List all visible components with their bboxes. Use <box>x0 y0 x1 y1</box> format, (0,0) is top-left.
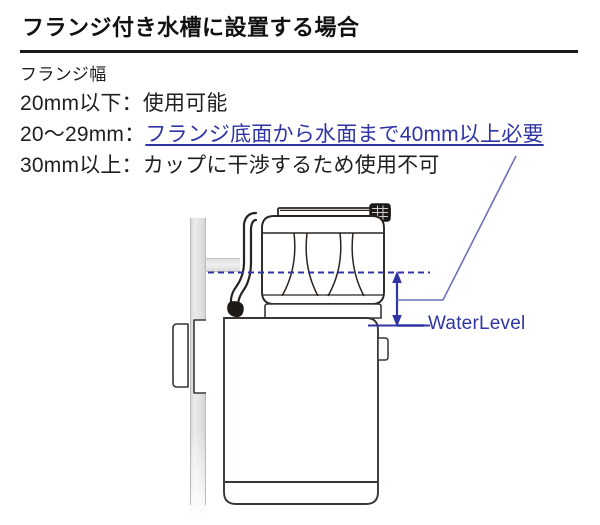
water-level-label: WaterLevel <box>428 313 526 334</box>
description-text-block: フランジ幅 20mm以下：使用可能 20〜29mm：フランジ底面から水面まで40… <box>20 62 590 181</box>
side-latch <box>377 337 389 361</box>
page-title: フランジ付き水槽に設置する場合 <box>22 15 360 40</box>
air-hose <box>229 211 258 308</box>
aquarium-glass-wall <box>190 218 206 518</box>
aquarium-flange <box>206 258 240 272</box>
collection-cup <box>261 215 385 305</box>
magnet-holder <box>172 319 206 394</box>
cup-base <box>264 303 382 319</box>
pump-body <box>223 317 379 505</box>
flange-width-label: フランジ幅 <box>20 65 107 84</box>
rule-over-30mm: 30mm以上：カップに干渉するため使用不可 <box>20 154 440 177</box>
cup-lid-bar <box>277 207 391 218</box>
title-divider <box>20 49 578 53</box>
rule-20-to-29mm-prefix: 20〜29mm： <box>20 123 146 146</box>
air-intake-grill <box>369 203 391 222</box>
rule-20-to-29mm: 20〜29mm：フランジ底面から水面まで40mm以上必要 <box>20 119 590 150</box>
hose-connector <box>227 301 244 318</box>
rule-20-to-29mm-link[interactable]: フランジ底面から水面まで40mm以上必要 <box>145 123 544 146</box>
40mm-dimension-arrow <box>392 271 402 327</box>
rule-under-20mm: 20mm以下：使用可能 <box>20 92 228 115</box>
